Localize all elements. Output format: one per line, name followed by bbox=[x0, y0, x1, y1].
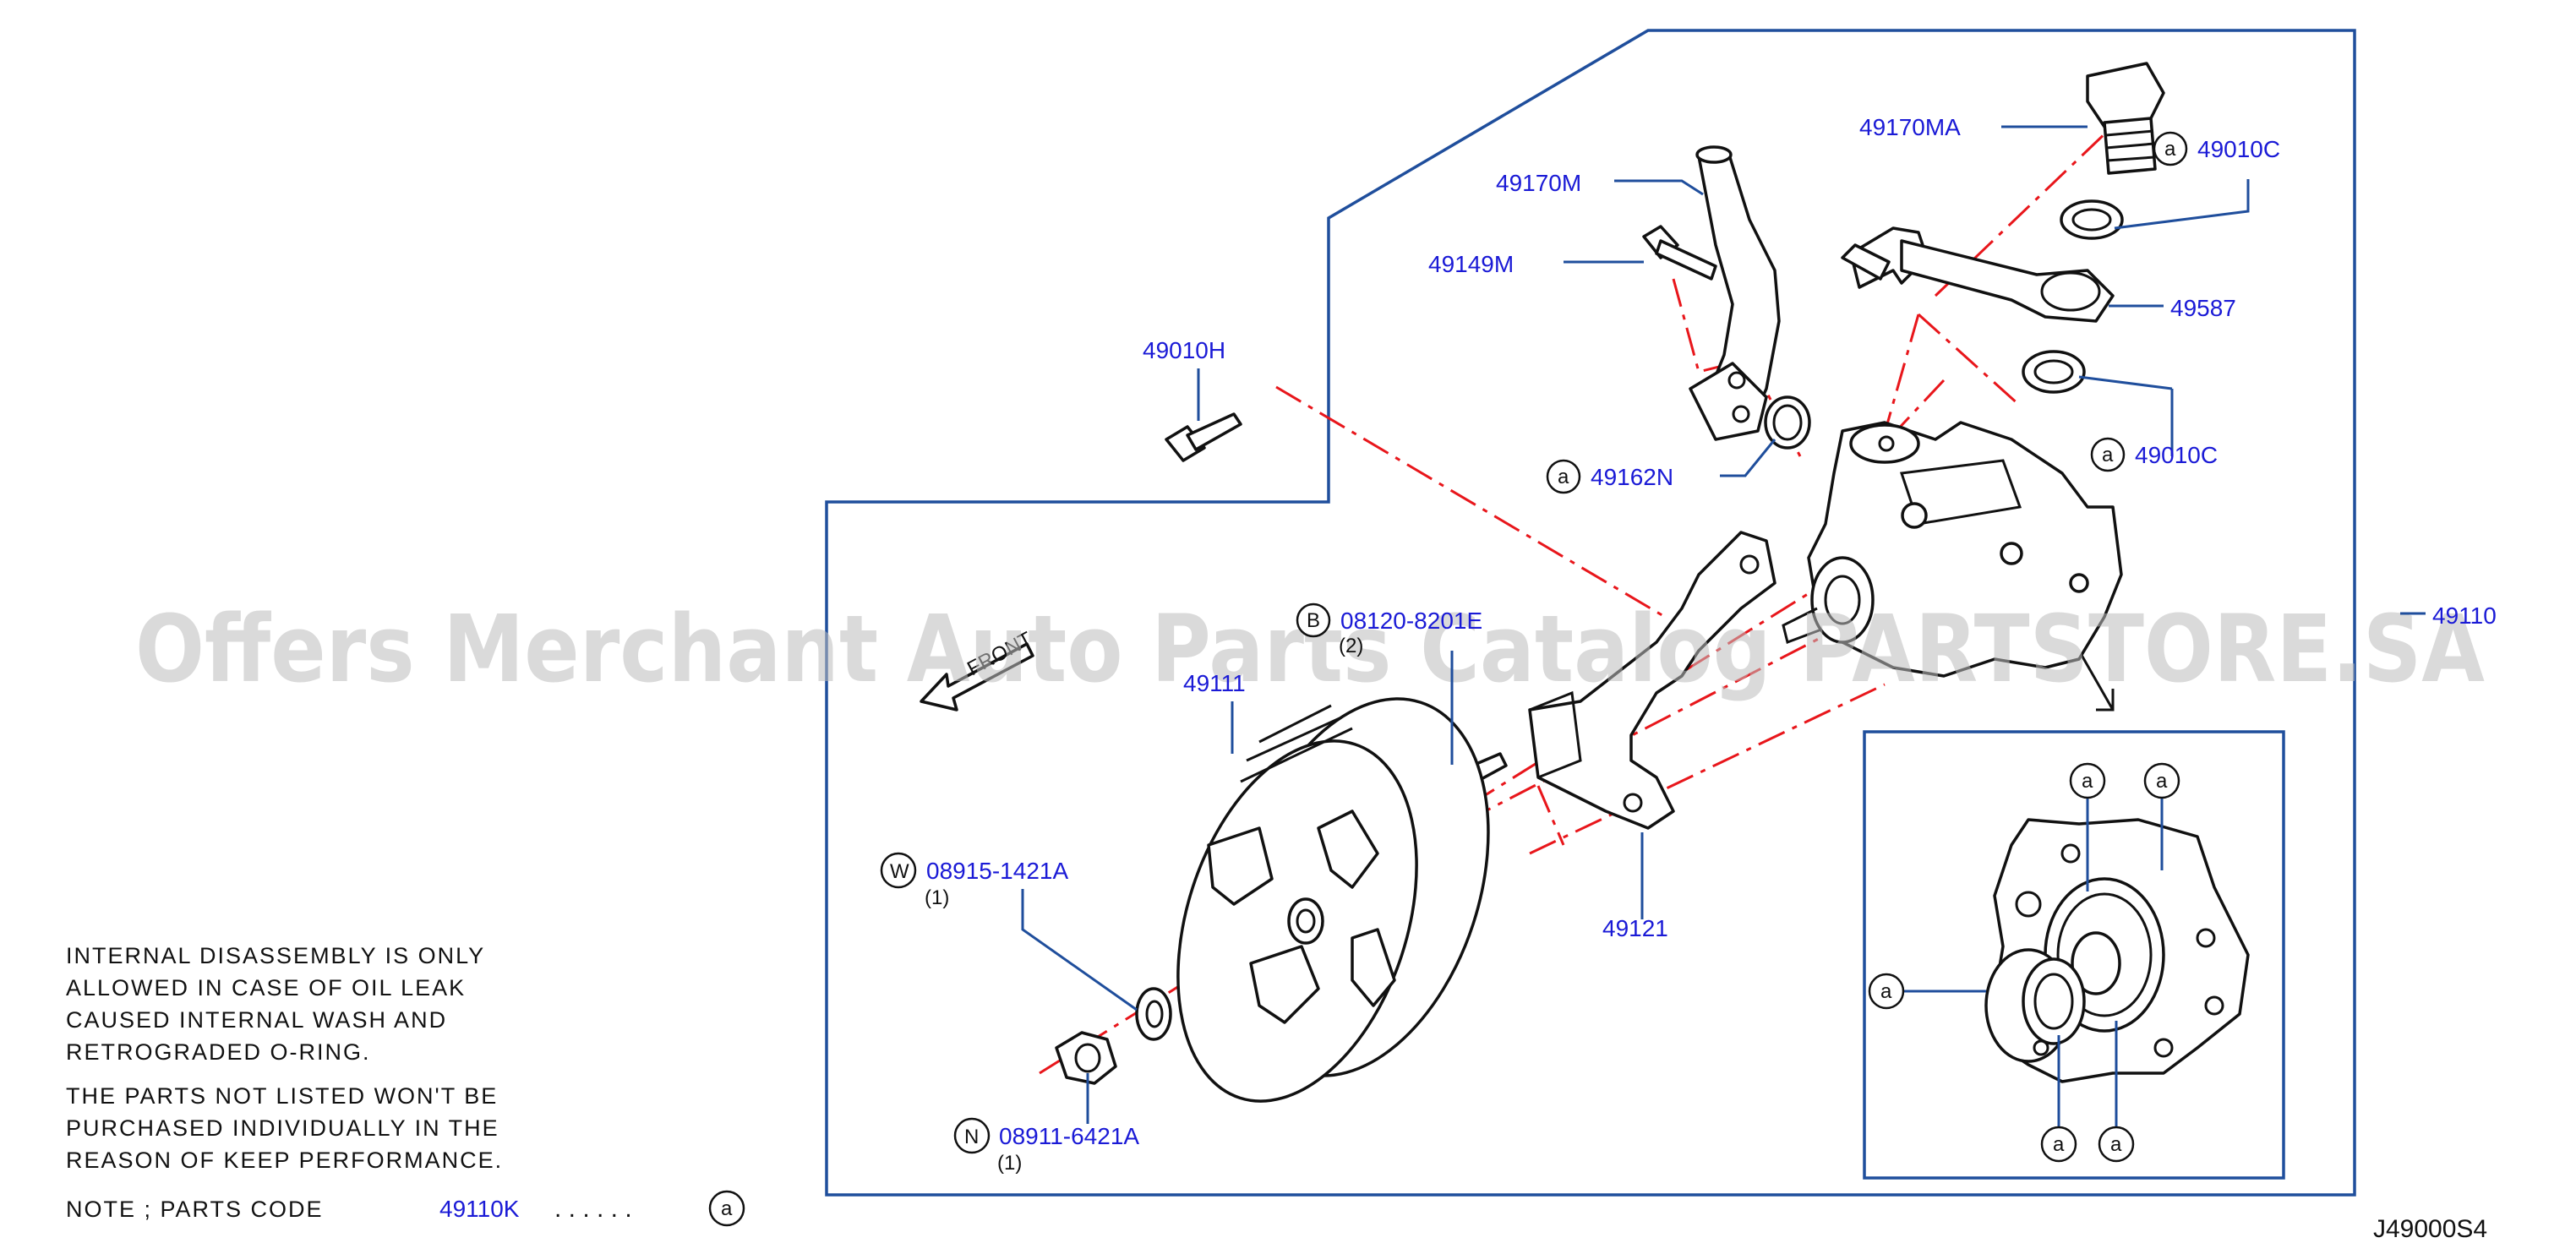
callout-49170ma: 49170MA bbox=[1859, 114, 1961, 140]
bracket-49121 bbox=[1528, 531, 1776, 830]
qty-08120: (2) bbox=[1339, 635, 1363, 657]
note-line: RETROGRADED O-RING. bbox=[66, 1039, 371, 1065]
callout-49170m: 49170M bbox=[1496, 170, 1581, 196]
note-line: ALLOWED IN CASE OF OIL LEAK bbox=[66, 975, 466, 1000]
note-line: PURCHASED INDIVIDUALLY IN THE bbox=[66, 1115, 499, 1141]
symbol-circle bbox=[880, 852, 917, 889]
symbol-circle bbox=[2090, 437, 2126, 472]
washer-08915 bbox=[1135, 987, 1172, 1041]
callout-49111: 49111 bbox=[1183, 670, 1246, 696]
parts-code-symbol: a bbox=[721, 1197, 733, 1220]
qty-08911: (1) bbox=[997, 1152, 1022, 1175]
symbol-w: W bbox=[890, 860, 909, 883]
parts-code-value: 49110K bbox=[439, 1196, 520, 1222]
symbol-circle bbox=[953, 1117, 991, 1154]
leader-lines bbox=[1021, 125, 2426, 1127]
o-ring-49162n bbox=[1764, 395, 1811, 450]
view-arrow bbox=[2077, 650, 2115, 712]
callout-49121: 49121 bbox=[1602, 915, 1668, 941]
marker-a: a bbox=[2082, 770, 2093, 793]
symbol-circle bbox=[1296, 602, 1331, 638]
callout-49010h: 49010H bbox=[1143, 337, 1225, 363]
symbol-a: a bbox=[2164, 138, 2176, 161]
symbol-circle bbox=[1546, 459, 1581, 494]
callouts: 49170MA a 49010C 49170M 49149M 49587 490… bbox=[880, 114, 2497, 1175]
bolt-49149m bbox=[1642, 225, 1717, 281]
diagram-code: J49000S4 bbox=[2373, 1215, 2487, 1243]
callout-08120-8201e: 08120-8201E bbox=[1340, 608, 1482, 634]
notes-block: INTERNAL DISASSEMBLY IS ONLY ALLOWED IN … bbox=[66, 943, 745, 1227]
callout-49587: 49587 bbox=[2170, 295, 2236, 321]
eye-connector bbox=[1841, 226, 2115, 323]
symbol-a: a bbox=[2102, 444, 2114, 466]
inset-markers: a a a a a bbox=[1868, 762, 2180, 1163]
inset-frame bbox=[1863, 730, 2285, 1180]
symbol-circle bbox=[708, 1190, 745, 1227]
parts-code-label: NOTE ; PARTS CODE bbox=[66, 1197, 324, 1222]
symbol-a: a bbox=[1558, 466, 1569, 488]
callout-08911-6421a: 08911-6421A bbox=[999, 1123, 1139, 1149]
assembly-frame bbox=[825, 29, 2356, 1197]
pump-body bbox=[1782, 421, 2123, 678]
marker-a: a bbox=[1880, 980, 1892, 1003]
note-line: REASON OF KEEP PERFORMANCE. bbox=[66, 1148, 503, 1173]
callout-08915-1421a: 08915-1421A bbox=[926, 858, 1068, 884]
nut-08911 bbox=[1055, 1031, 1117, 1085]
symbol-n: N bbox=[964, 1126, 979, 1148]
parts-code-dots: . . . . . . bbox=[554, 1195, 632, 1223]
callout-49110: 49110 bbox=[2432, 602, 2497, 629]
marker-a: a bbox=[2053, 1133, 2065, 1156]
pulley-49111 bbox=[1176, 697, 1490, 1103]
callout-49010c-top: 49010C bbox=[2197, 136, 2280, 162]
inset-pump-rear bbox=[1984, 818, 2250, 1083]
marker-a: a bbox=[2110, 1133, 2122, 1156]
marker-a: a bbox=[2156, 770, 2168, 793]
washer-49010c-bottom bbox=[2022, 350, 2086, 394]
note-line: THE PARTS NOT LISTED WON'T BE bbox=[66, 1083, 498, 1109]
callout-49162n: 49162N bbox=[1591, 464, 1673, 490]
callout-49149m: 49149M bbox=[1428, 251, 1514, 277]
symbol-circle bbox=[2153, 131, 2188, 166]
suction-pipe bbox=[1689, 145, 1781, 441]
note-line: CAUSED INTERNAL WASH AND bbox=[66, 1007, 447, 1033]
qty-08915: (1) bbox=[925, 886, 949, 909]
connector-bolt bbox=[2086, 62, 2165, 175]
symbol-b: B bbox=[1307, 609, 1320, 632]
note-line: INTERNAL DISASSEMBLY IS ONLY bbox=[66, 943, 485, 968]
bolt-49010h bbox=[1165, 412, 1242, 462]
callout-49010c-bottom: 49010C bbox=[2135, 442, 2218, 468]
washer-49010c-top bbox=[2060, 199, 2124, 240]
